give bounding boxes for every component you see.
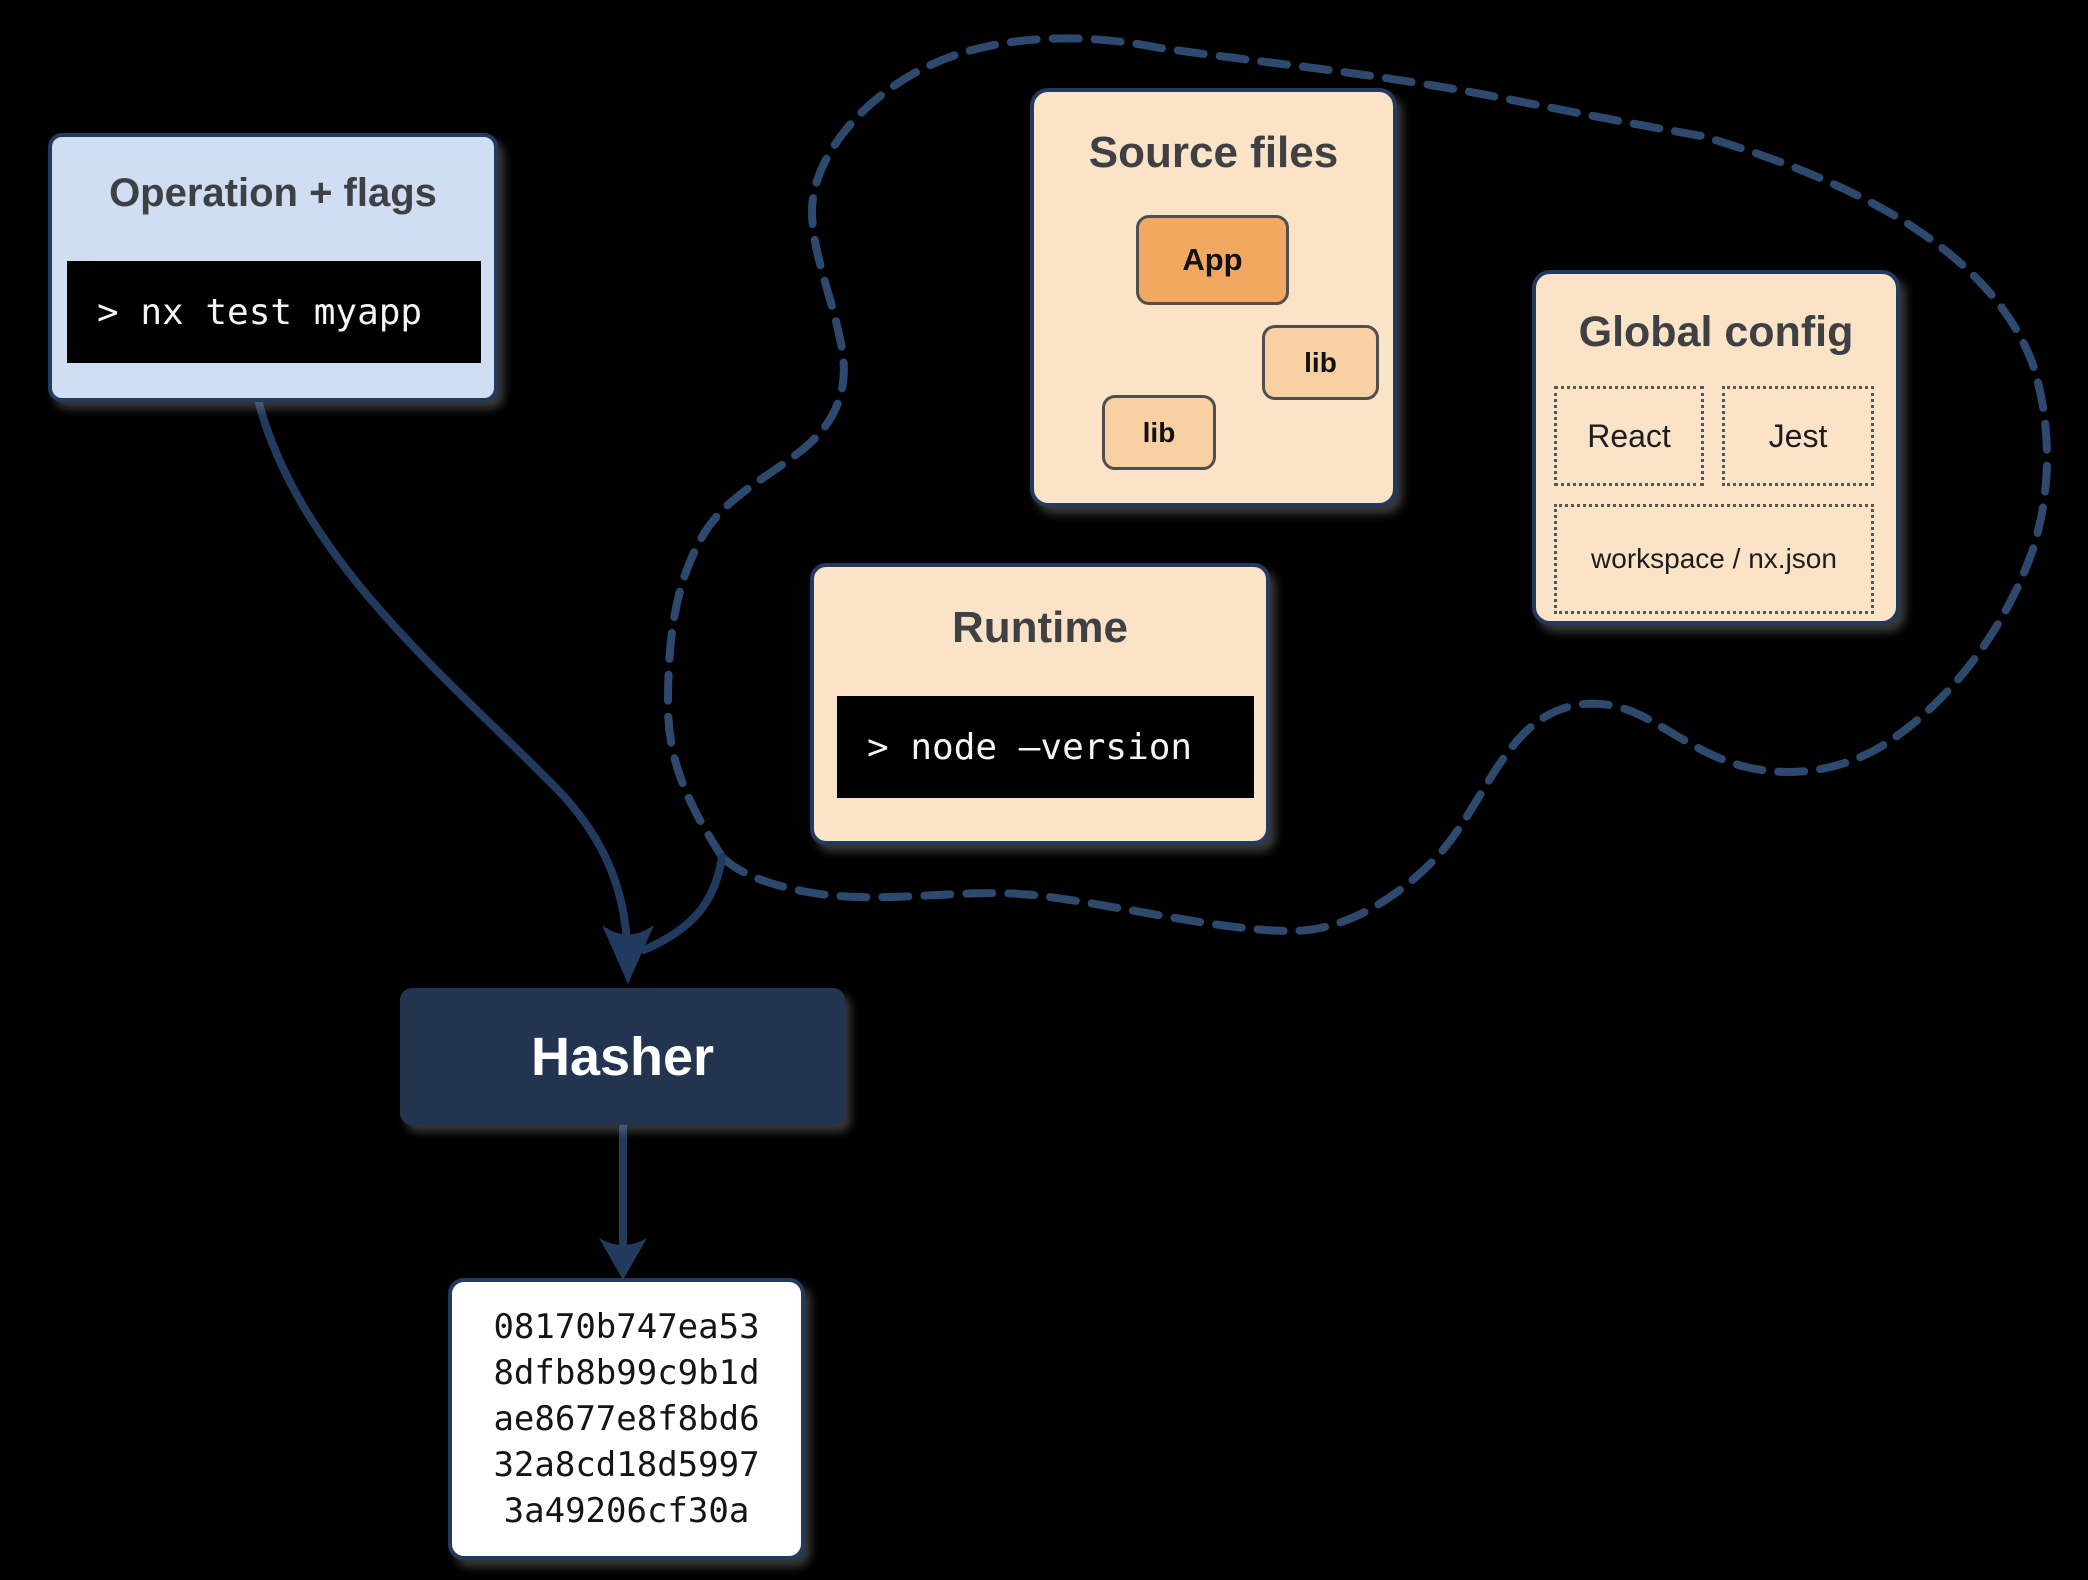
lib-node-right: lib — [1262, 325, 1379, 400]
react-config-label: React — [1587, 417, 1671, 454]
lib-node-left-label: lib — [1142, 416, 1176, 448]
global-config-card: Global config React Jest workspace / nx.… — [1532, 270, 1900, 625]
hash-line: ae8677e8f8bd6 — [493, 1399, 760, 1439]
hasher-node: Hasher — [400, 988, 845, 1125]
source-files-card: Source files App lib lib — [1030, 88, 1397, 507]
app-node: App — [1136, 215, 1289, 305]
hash-line: 08170b747ea53 — [493, 1307, 760, 1347]
runtime-terminal: > node –version — [837, 696, 1254, 798]
operation-flags-title: Operation + flags — [109, 171, 437, 215]
runtime-command-text: > node –version — [867, 726, 1193, 768]
jest-config-label: Jest — [1768, 417, 1828, 454]
runtime-title: Runtime — [952, 603, 1128, 652]
workspace-config-item: workspace / nx.json — [1554, 504, 1874, 614]
hash-line: 3a49206cf30a — [503, 1491, 750, 1531]
hash-line: 8dfb8b99c9b1d — [493, 1353, 760, 1393]
cloud-to-hasher-arrow — [640, 853, 726, 954]
hasher-input-arrowhead-icon — [602, 925, 654, 984]
global-config-title: Global config — [1578, 308, 1854, 356]
operation-flags-card: Operation + flags > nx test myapp — [48, 133, 498, 402]
runtime-card: Runtime > node –version — [810, 563, 1270, 845]
react-config-item: React — [1554, 386, 1704, 486]
app-node-label: App — [1182, 242, 1243, 277]
operation-terminal: > nx test myapp — [67, 261, 481, 363]
lib-node-left: lib — [1102, 395, 1216, 470]
operation-command-text: > nx test myapp — [97, 291, 423, 333]
hasher-label: Hasher — [530, 1026, 715, 1087]
hash-output-arrowhead-icon — [599, 1238, 647, 1280]
operation-to-hasher-arrow — [254, 396, 631, 946]
lib-node-right-label: lib — [1304, 346, 1337, 378]
jest-config-item: Jest — [1722, 386, 1874, 486]
hash-line: 32a8cd18d5997 — [493, 1445, 760, 1485]
source-files-title: Source files — [1088, 128, 1339, 177]
hash-output-box: 08170b747ea53 8dfb8b99c9b1d ae8677e8f8bd… — [448, 1278, 805, 1560]
workspace-config-label: workspace / nx.json — [1591, 543, 1837, 574]
